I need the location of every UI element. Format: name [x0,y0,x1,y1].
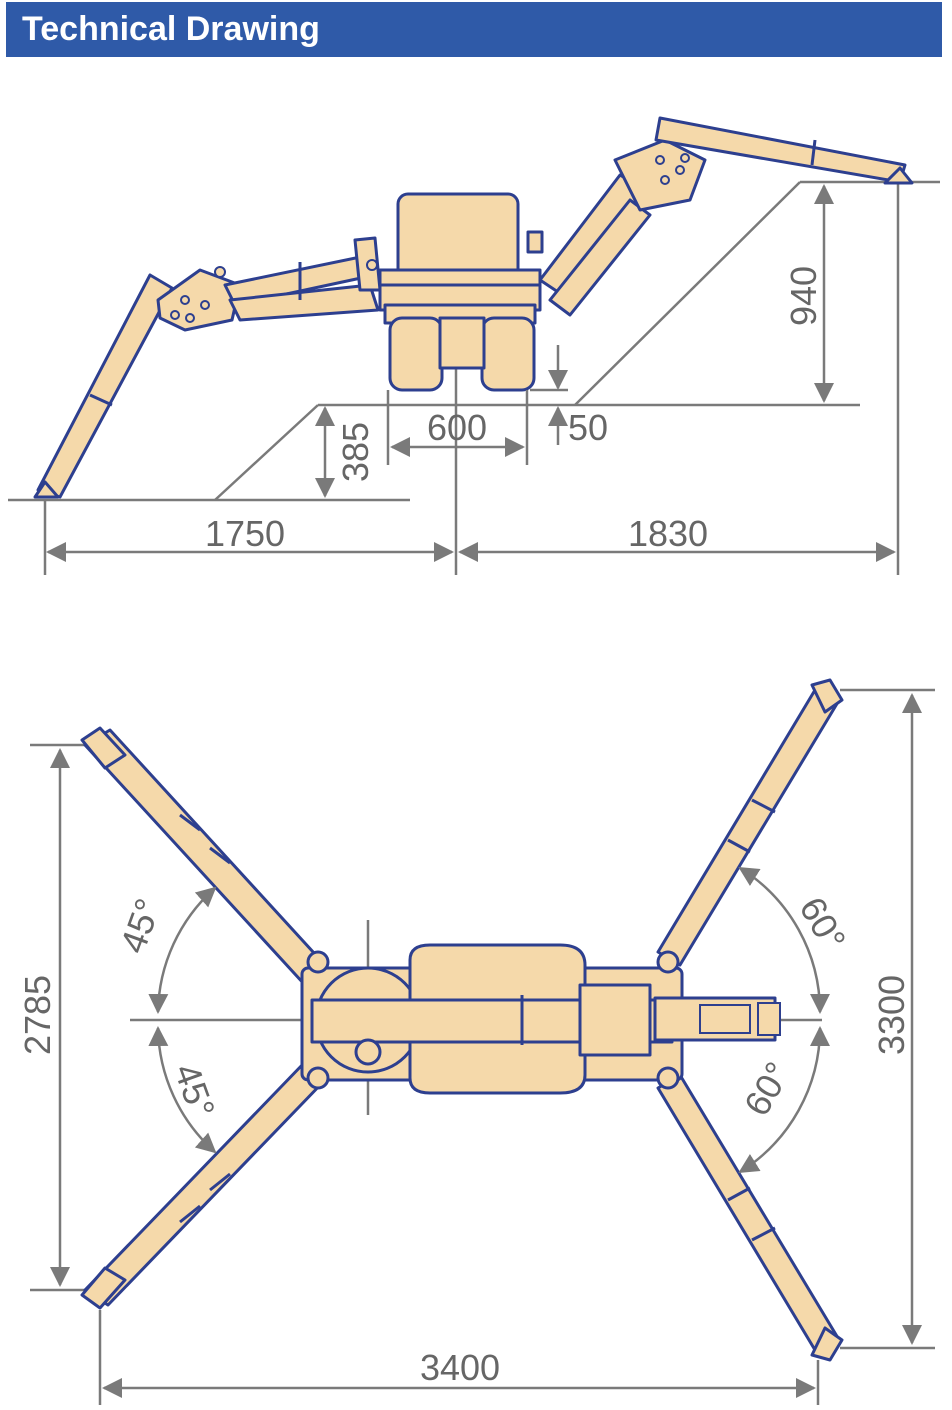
side-view: 1750 1830 600 385 50 940 [8,116,940,575]
label-940: 940 [783,266,824,326]
label-385: 385 [335,422,376,482]
angle-left-upper: 45° [112,893,169,958]
header-title: Technical Drawing [22,10,320,48]
label-50: 50 [568,407,608,448]
dimension-3300: 3300 [871,693,922,1345]
dimension-50: 50 [530,345,608,448]
angle-arcs [148,866,830,1174]
left-outrigger-side [33,236,382,499]
angle-right-lower: 60° [736,1055,799,1123]
outrigger-top-left [80,726,327,987]
dimension-600: 600 [386,390,529,465]
header-bar: Technical Drawing [6,2,942,57]
label-3400: 3400 [420,1347,500,1388]
label-1830: 1830 [628,513,708,554]
dimension-1830: 1830 [458,513,896,562]
machine-body-side [378,192,542,392]
label-600: 600 [427,407,487,448]
right-arm-side [526,116,914,317]
dimension-2785: 2785 [17,748,70,1287]
machine-body-top [300,943,781,1095]
angle-right-upper: 60° [791,890,854,958]
label-2785: 2785 [17,975,58,1055]
label-3300: 3300 [871,975,912,1055]
dimension-3400: 3400 [102,1347,816,1398]
dimension-385: 385 [315,406,376,498]
dimension-1750: 1750 [46,513,454,562]
angle-left-lower: 45° [166,1058,223,1123]
outrigger-top-right [656,678,844,967]
outrigger-bottom-right [656,1073,844,1362]
label-1750: 1750 [205,513,285,554]
dimension-940: 940 [783,184,834,403]
top-view: 45° 45° 60° 60° 2785 3300 3400 [17,678,935,1405]
